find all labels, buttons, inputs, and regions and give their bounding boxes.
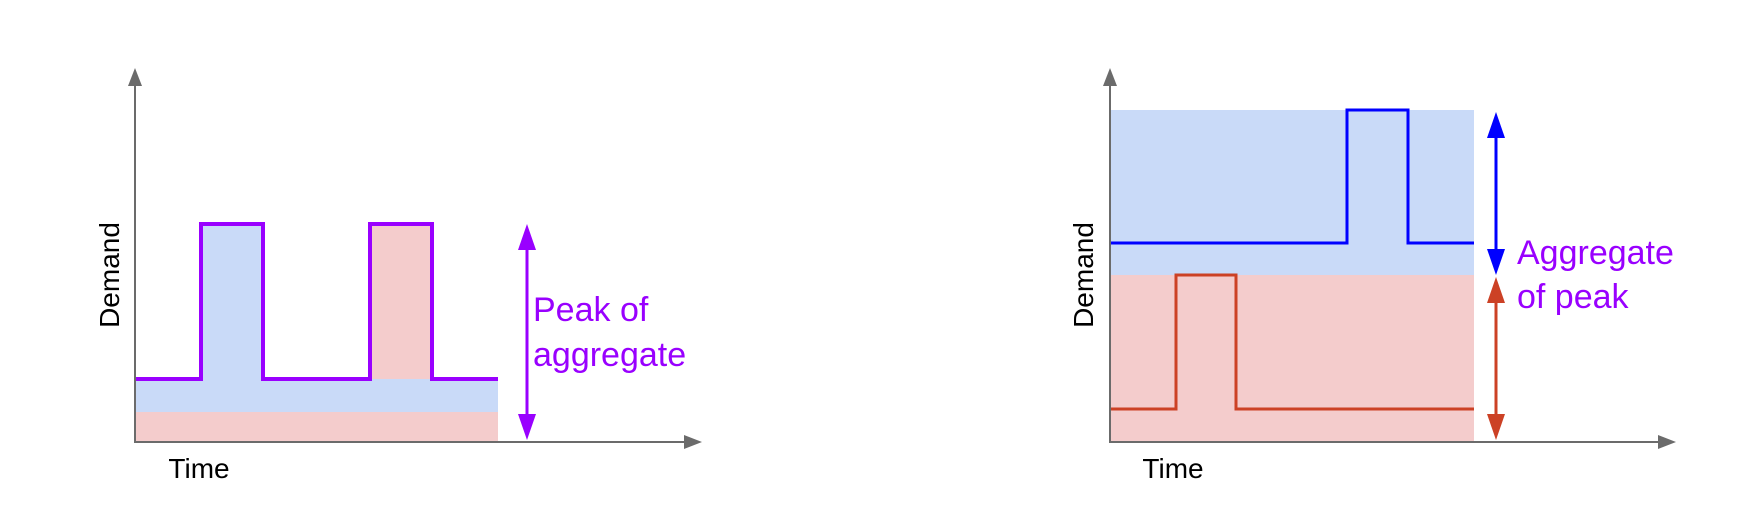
left-red-base-fill bbox=[135, 412, 498, 442]
right-red-arrow-down bbox=[1487, 414, 1505, 440]
right-x-axis-arrowhead bbox=[1658, 435, 1676, 449]
right-y-axis-arrowhead bbox=[1103, 68, 1117, 86]
left-peak-arrow-down bbox=[518, 414, 536, 440]
right-annotation-line1: Aggregate bbox=[1517, 234, 1674, 272]
left-annotation-line2: aggregate bbox=[533, 336, 686, 374]
right-red-demand-line bbox=[1111, 273, 1474, 411]
right-y-axis-label: Demand bbox=[1068, 222, 1099, 328]
left-blue-base-fill bbox=[135, 379, 498, 412]
left-peak-arrow-up bbox=[518, 224, 536, 250]
right-blue-arrow-up bbox=[1487, 112, 1505, 138]
right-blue-fill bbox=[1111, 110, 1474, 275]
left-aggregate-line bbox=[135, 222, 498, 381]
right-annotation-line2: of peak bbox=[1517, 278, 1630, 316]
right-panel: Demand Time Aggregate of peak bbox=[1068, 68, 1676, 484]
right-blue-arrow-down bbox=[1487, 249, 1505, 275]
right-red-fill bbox=[1111, 275, 1474, 441]
right-blue-demand-line bbox=[1111, 108, 1474, 245]
left-panel: Demand Time Peak of aggregate bbox=[94, 68, 702, 484]
right-x-axis-label: Time bbox=[1142, 453, 1203, 484]
left-x-axis-arrowhead bbox=[684, 435, 702, 449]
right-red-arrow-up bbox=[1487, 277, 1505, 303]
left-y-axis-arrowhead bbox=[128, 68, 142, 86]
left-annotation-line1: Peak of bbox=[533, 291, 649, 329]
left-blue-spike-fill bbox=[201, 224, 263, 379]
left-x-axis-label: Time bbox=[168, 453, 229, 484]
left-red-spike-fill bbox=[370, 224, 432, 379]
left-y-axis-label: Demand bbox=[94, 222, 125, 328]
